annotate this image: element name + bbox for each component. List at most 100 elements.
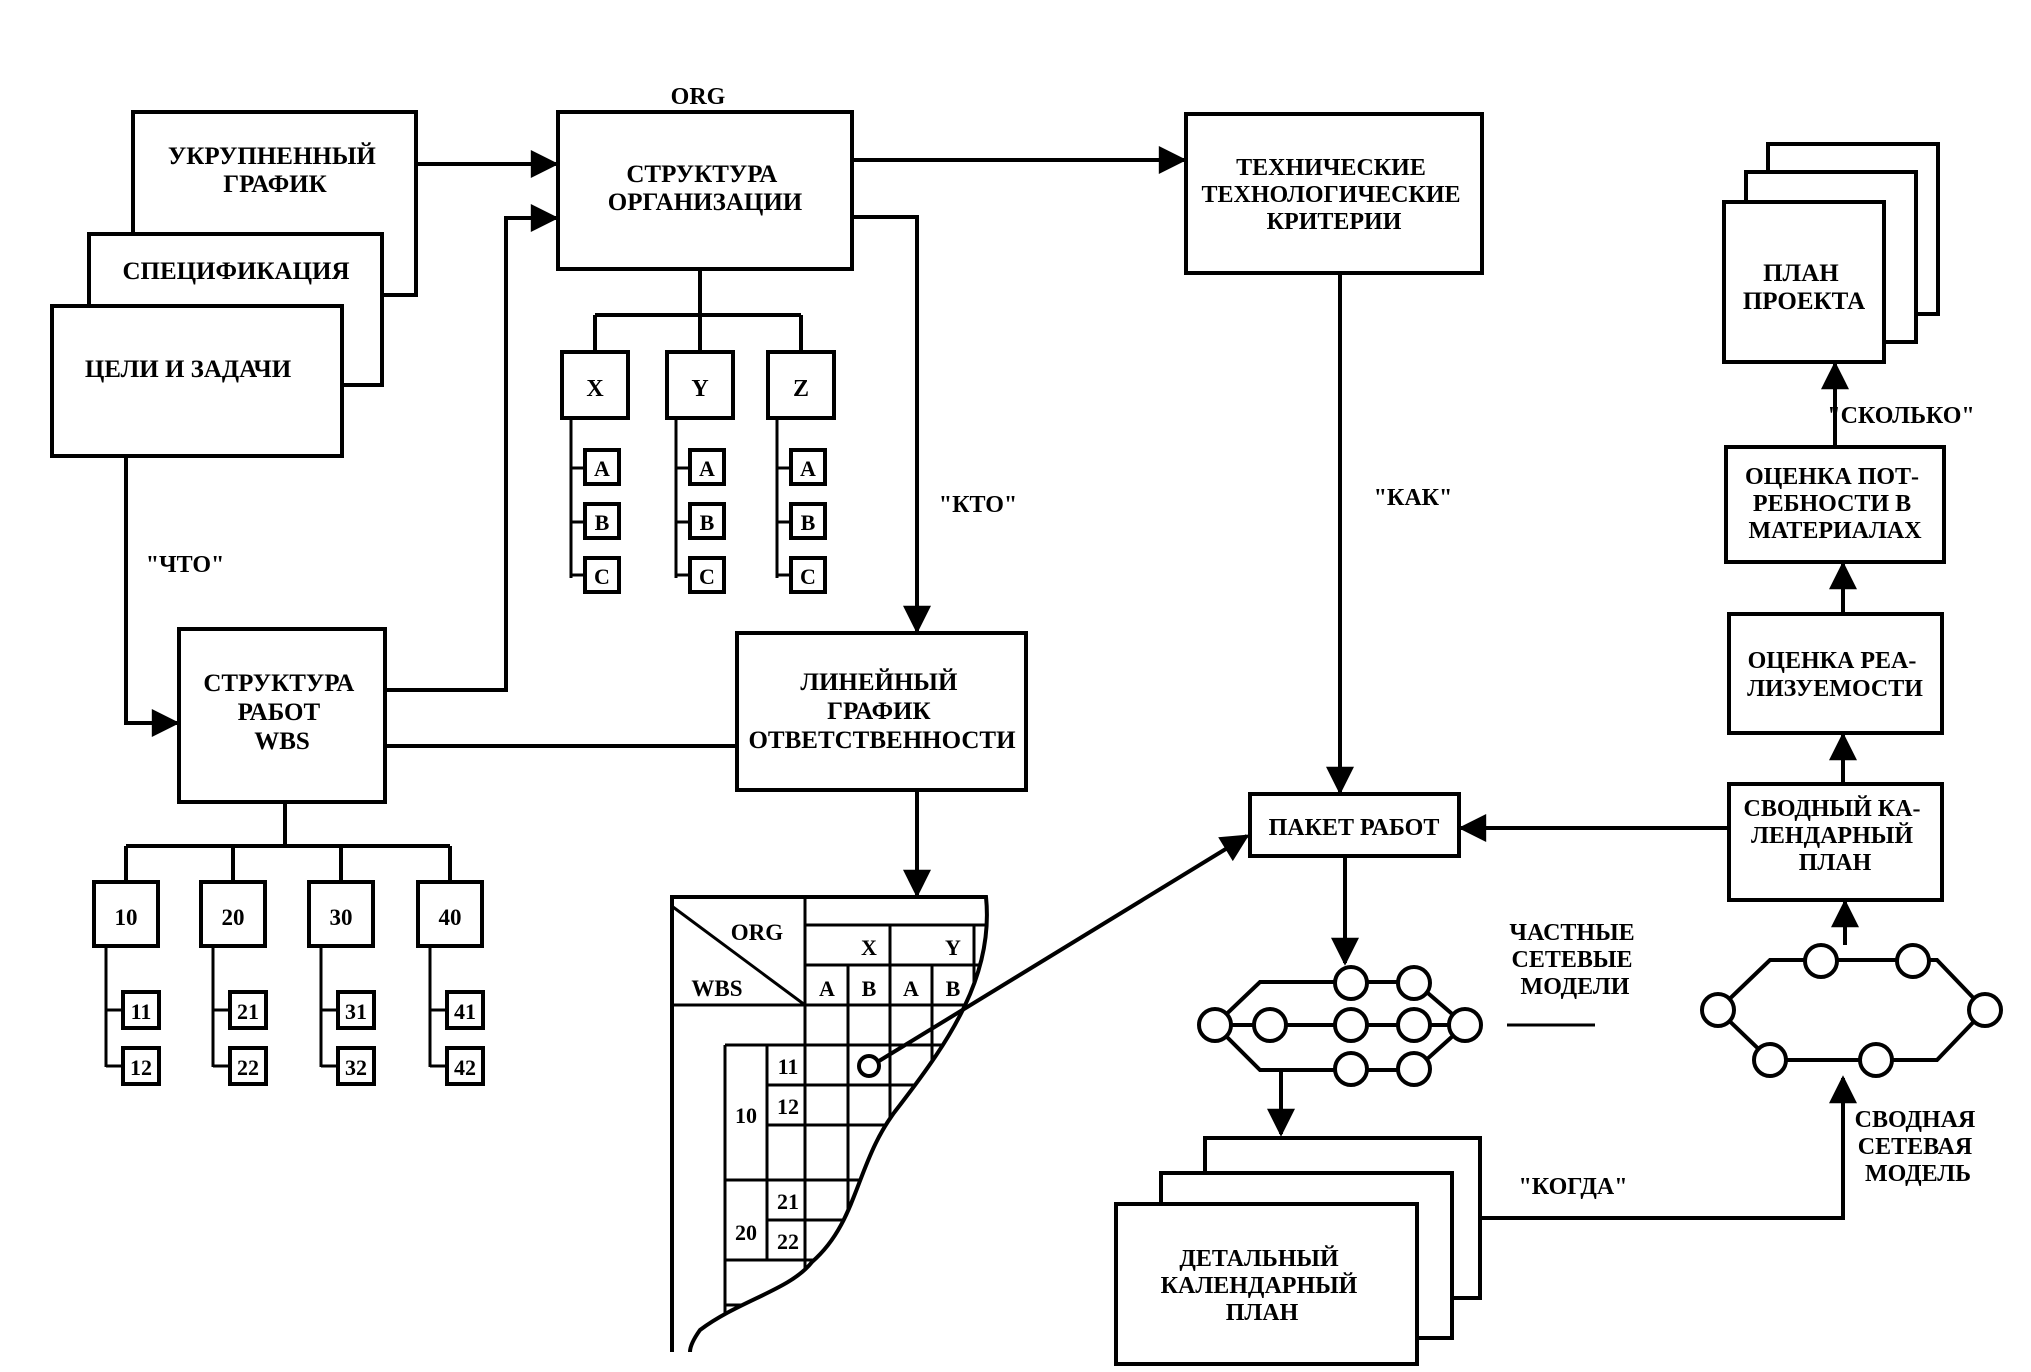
summary-plan-line1: СВОДНЫЙ КА-	[1744, 796, 1921, 822]
detail-plan-line2: КАЛЕНДАРНЫЙ	[1161, 1273, 1358, 1299]
partial-models-line2: СЕТЕВЫЕ	[1512, 947, 1633, 973]
detail-plan-line1: ДЕТАЛЬНЫЙ	[1179, 1246, 1339, 1272]
wbs-subitem-box	[121, 990, 161, 1030]
tech-criteria-line3: КРИТЕРИИ	[1267, 209, 1402, 235]
what-label: "ЧТО"	[146, 552, 225, 578]
org-subunit-label: B	[595, 510, 610, 535]
summary-network-line1: СВОДНАЯ	[1855, 1107, 1976, 1133]
materials-line1: ОЦЕНКА ПОТ-	[1745, 464, 1919, 490]
wbs-subitem-label: 11	[131, 999, 152, 1024]
org-subunit-box	[583, 556, 621, 594]
org-subunit-label: C	[594, 564, 610, 589]
summary-network-line3: МОДЕЛЬ	[1865, 1161, 1971, 1187]
summary-network-model	[1700, 943, 2003, 1078]
raci-row-label: 21	[777, 1189, 799, 1214]
org-structure-line1: СТРУКТУРА	[626, 161, 777, 188]
partial-models-line3: МОДЕЛИ	[1521, 974, 1630, 1000]
org-subunit-label: B	[801, 510, 816, 535]
goals-box	[50, 304, 344, 458]
wbs-item-10	[92, 880, 160, 948]
raci-matrix-outline	[670, 895, 989, 1353]
svg-text:ОЦЕНКА РЕА- ЛИЗУЕМОСТИ: ОЦЕНКА РЕА- ЛИЗУЕМОСТИ	[1747, 648, 1923, 702]
feasibility-line1: ОЦЕНКА РЕА-	[1748, 648, 1917, 674]
materials-line3: МАТЕРИАЛАХ	[1748, 518, 1922, 544]
wbs-subitem-label: 21	[237, 999, 259, 1024]
flow-connectors	[124, 146, 1859, 1220]
stacked-input-documents: УКРУПНЕННЫЙ ГРАФИК СПЕЦИФИКАЦИЯ ЦЕЛИ И З…	[50, 110, 418, 458]
svg-text:ПЛАН ПРОЕКТА: ПЛАН ПРОЕКТА	[1743, 260, 1865, 315]
wbs-subitem-label: 32	[345, 1055, 367, 1080]
raci-column-group-label: X	[861, 935, 877, 960]
org-subunit-box	[688, 502, 726, 540]
wbs-item-label: 40	[439, 905, 462, 930]
who-label: "КТО"	[939, 492, 1017, 518]
detail-plan-line3: ПЛАН	[1226, 1300, 1299, 1326]
raci-group-label: 20	[735, 1220, 757, 1245]
wbs-item-label: 30	[330, 905, 353, 930]
svg-text:ЧАСТНЫЕ СЕТЕВЫЕ МОДЕЛИ: ЧАСТНЫЕ СЕТЕВЫЕ МОДЕЛИ	[1509, 920, 1640, 1000]
wbs-item-label: 20	[222, 905, 245, 930]
how-label: "КАК"	[1374, 485, 1453, 511]
wbs-subitem-label: 31	[345, 999, 367, 1024]
raci-title-line3: ОТВЕТСТВЕННОСТИ	[748, 727, 1016, 754]
raci-column-label: B	[862, 976, 877, 1001]
summary-plan-line3: ПЛАН	[1799, 850, 1872, 876]
org-subunit-box	[789, 502, 827, 540]
wbs-subitem-box	[336, 1046, 376, 1086]
raci-wbs-label: WBS	[691, 976, 742, 1001]
summary-plan-box	[1727, 782, 1944, 902]
work-package-label: ПАКЕТ РАБОТ	[1269, 815, 1440, 841]
svg-text:СТРУКТУРА РАБОТ WB: СТРУКТУРА РАБОТ WBS	[203, 670, 360, 755]
wbs-structure: СТРУКТУРА РАБОТ WBS 10 11 12 20 21 22 30 31 32 40…	[92, 627, 485, 1086]
wbs-line3: WBS	[254, 728, 310, 755]
org-subunit-box	[583, 448, 621, 486]
org-unit-label: Y	[691, 376, 708, 402]
detail-plan-box	[1114, 1202, 1419, 1366]
org-unit-label: Z	[793, 376, 809, 402]
raci-assignment-marker	[857, 1054, 881, 1078]
org-subunit-box	[583, 502, 621, 540]
wbs-subitem-label: 22	[237, 1055, 259, 1080]
when-label: "КОГДА"	[1518, 1174, 1627, 1200]
how-much-label: "СКОЛЬКО"	[1827, 403, 1974, 429]
wbs-line2: РАБОТ	[238, 699, 321, 726]
wbs-subitem-box	[445, 990, 485, 1030]
wbs-subitem-label: 41	[454, 999, 476, 1024]
org-subunit-label: A	[800, 456, 816, 481]
project-plan-box	[1722, 200, 1886, 364]
svg-text:СТРУКТУРА ОРГАНИЗАЦИИ: СТРУКТУРА ОРГАНИЗАЦИИ	[608, 161, 803, 216]
raci-group-label: 10	[735, 1103, 757, 1128]
wbs-item-label: 10	[115, 905, 138, 930]
raci-title-box	[735, 631, 1028, 792]
wbs-item-40	[416, 880, 484, 948]
partial-models-line1: ЧАСТНЫЕ	[1509, 920, 1634, 946]
raci-row-label: 22	[777, 1229, 799, 1254]
goals-label: ЦЕЛИ И ЗАДАЧИ	[85, 356, 292, 383]
org-structure-line2: ОРГАНИЗАЦИИ	[608, 189, 803, 216]
consolidated-schedule-line1: УКРУПНЕННЫЙ	[168, 142, 376, 170]
raci-title-line1: ЛИНЕЙНЫЙ	[800, 668, 958, 696]
svg-text:ЛИНЕЙНЫЙ ГРАФИК ОТВЕТС: ЛИНЕЙНЫЙ ГРАФИК ОТВЕТСТВЕННОСТИ	[748, 668, 1016, 754]
wbs-subitem-box	[228, 990, 268, 1030]
tech-criteria-line2: ТЕХНОЛОГИЧЕСКИЕ	[1201, 182, 1460, 208]
feasibility-box	[1727, 612, 1944, 735]
org-structure-box	[556, 110, 854, 271]
raci-column-group-label: Y	[945, 935, 961, 960]
org-subunit-box	[688, 448, 726, 486]
svg-text:СВОДНАЯ СЕТЕВАЯ МОДЕЛЬ: СВОДНАЯ СЕТЕВАЯ МОДЕЛЬ	[1855, 1107, 1982, 1187]
project-plan-line1: ПЛАН	[1763, 260, 1839, 287]
raci-column-label: B	[946, 976, 961, 1001]
tech-criteria-box	[1184, 112, 1484, 275]
org-subunit-box	[789, 448, 827, 486]
org-subunit-label: C	[800, 564, 816, 589]
wbs-subitem-label: 12	[130, 1055, 152, 1080]
org-unit-x	[560, 350, 630, 420]
project-plan-line2: ПРОЕКТА	[1743, 288, 1865, 315]
org-subunit-label: A	[594, 456, 610, 481]
consolidated-schedule-line2: ГРАФИК	[223, 171, 327, 198]
wbs-subitem-box	[445, 1046, 485, 1086]
org-unit-z	[766, 350, 836, 420]
raci-org-label: ORG	[731, 920, 784, 945]
raci-row-label: 12	[777, 1094, 799, 1119]
